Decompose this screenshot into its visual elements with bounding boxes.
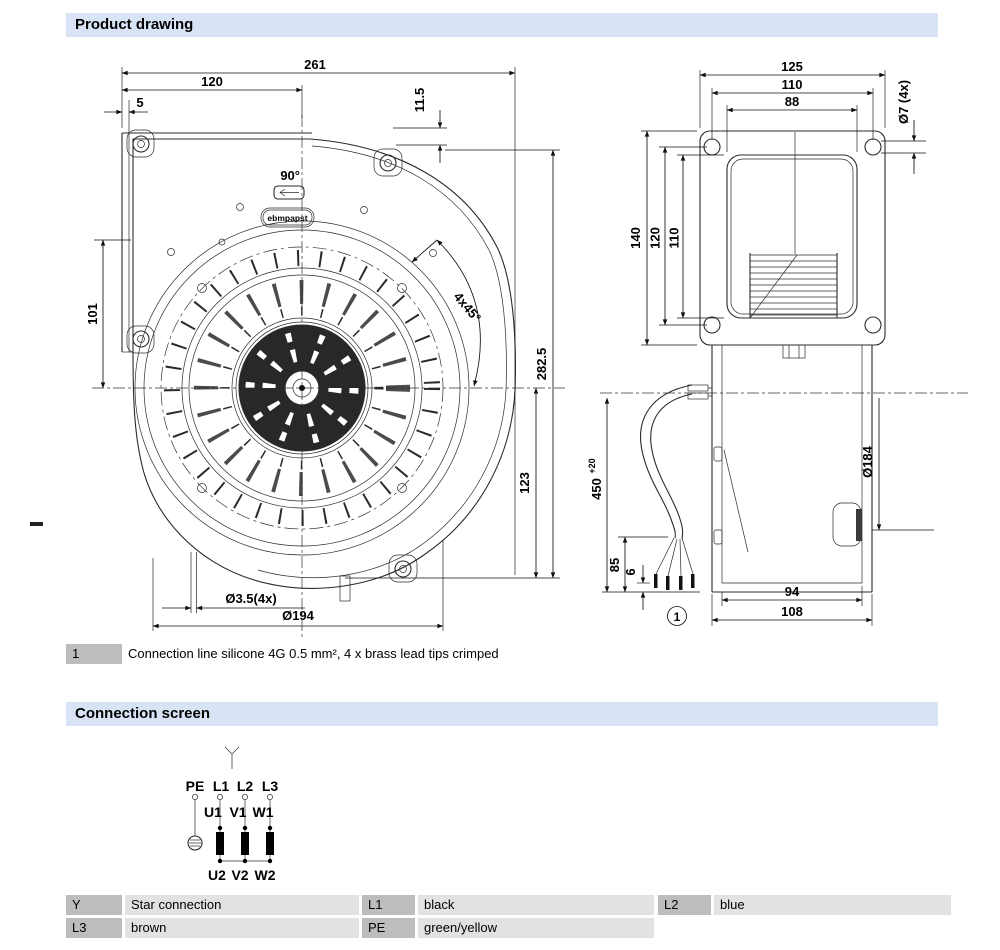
winding-label-u1: U1 bbox=[204, 804, 222, 820]
star-symbol bbox=[224, 746, 240, 769]
winding-w bbox=[266, 832, 274, 855]
section-header-product-drawing: Product drawing bbox=[66, 13, 938, 37]
section-header-connection-screen: Connection screen bbox=[66, 702, 938, 726]
note-text-cell: Connection line silicone 4G 0.5 mm², 4 x… bbox=[126, 644, 938, 664]
section-title: Product drawing bbox=[75, 16, 194, 33]
dim-hole-pitch-x: 110 bbox=[782, 77, 803, 92]
terminal-label-pe: PE bbox=[186, 778, 205, 794]
earth-symbol bbox=[187, 835, 203, 851]
lead-tip bbox=[691, 574, 695, 588]
winding-label-u2: U2 bbox=[208, 867, 226, 883]
dim-flange-lip: 5 bbox=[136, 95, 143, 110]
brand-logo: ebmpapst bbox=[260, 207, 315, 228]
winding-label-v1: V1 bbox=[229, 804, 246, 820]
dim-opening-height: 110 bbox=[667, 228, 682, 249]
dim-top-offset: 11.5 bbox=[412, 88, 427, 113]
lead-tip bbox=[679, 576, 683, 590]
face-holes bbox=[167, 203, 437, 493]
volute-outline bbox=[132, 138, 516, 589]
legend-value-pe: green/yellow bbox=[418, 918, 654, 938]
legend-value-y: Star connection bbox=[125, 895, 359, 915]
hub-disc bbox=[239, 325, 365, 451]
lead-tip bbox=[654, 574, 658, 588]
dim-left-height: 101 bbox=[85, 303, 100, 325]
callout-circle bbox=[667, 606, 687, 626]
dim-opening-width: 88 bbox=[785, 94, 799, 109]
margin-mark bbox=[30, 522, 43, 526]
winding-label-w1: W1 bbox=[253, 804, 274, 820]
terminal-label-l1: L1 bbox=[213, 778, 230, 794]
dim-flange-height: 140 bbox=[628, 227, 643, 249]
legend-value-l1: black bbox=[418, 895, 654, 915]
section-title: Connection screen bbox=[75, 705, 211, 722]
legend-key-y: Y bbox=[66, 895, 122, 915]
dim-depth-inner: 94 bbox=[785, 584, 800, 599]
dim-inlet-dia: Ø194 bbox=[282, 608, 315, 623]
dim-center-to-bottom: 123 bbox=[517, 472, 532, 494]
outlet-lip bbox=[856, 509, 862, 541]
outlet-tab bbox=[339, 575, 351, 602]
front-view: ebmpapst 261 120 5 11.5 bbox=[85, 57, 565, 638]
connection-diagram: PE L1 L2 L3 U1 V1 W1 U2 V2 W2 bbox=[186, 746, 279, 883]
winding-v bbox=[241, 832, 249, 855]
legend-key-l2: L2 bbox=[658, 895, 711, 915]
terminal-label-l3: L3 bbox=[262, 778, 279, 794]
dim-overall-height: 282.5 bbox=[534, 348, 549, 381]
dim-flange-width: 125 bbox=[781, 59, 803, 74]
front-view-dimensions: 261 120 5 11.5 90° 101 2 bbox=[85, 57, 560, 631]
dim-cable-length: 450 bbox=[589, 478, 604, 500]
dim-cable-length-tol: +20 bbox=[587, 458, 597, 473]
note-ref-cell: 1 bbox=[66, 644, 122, 664]
volute-inner-wall bbox=[257, 145, 507, 578]
dim-depth-outer: 108 bbox=[781, 604, 803, 619]
side-view-dimensions: 125 110 88 Ø7 (4x) 140 120 bbox=[587, 59, 934, 626]
dim-hole-pitch-y: 120 bbox=[648, 227, 663, 249]
winding-u bbox=[216, 832, 224, 855]
legend-key-l1: L1 bbox=[362, 895, 415, 915]
dim-strip-length: 85 bbox=[607, 558, 622, 572]
dim-tip-length: 6 bbox=[623, 568, 638, 575]
winding-label-w2: W2 bbox=[255, 867, 276, 883]
rotation-arrow-icon bbox=[273, 185, 305, 200]
impeller bbox=[134, 220, 470, 556]
legend-value-l3: brown bbox=[125, 918, 359, 938]
legend-key-l3: L3 bbox=[66, 918, 122, 938]
side-view: 125 110 88 Ø7 (4x) 140 120 bbox=[587, 59, 968, 626]
legend-value-l2: blue bbox=[714, 895, 951, 915]
winding-label-v2: V2 bbox=[231, 867, 248, 883]
dim-inlet-x: 120 bbox=[201, 74, 223, 89]
angle-rotation-label: 90° bbox=[280, 168, 300, 183]
cable bbox=[640, 384, 712, 590]
legend-key-pe: PE bbox=[362, 918, 415, 938]
dim-overall-width: 261 bbox=[304, 57, 326, 72]
callout-number: 1 bbox=[674, 610, 681, 624]
mounting-ears bbox=[126, 129, 418, 583]
motor-ribs bbox=[749, 253, 838, 319]
housing-body bbox=[711, 344, 873, 593]
terminal-label-l2: L2 bbox=[237, 778, 254, 794]
brand-logo-text: ebmpapst bbox=[267, 213, 307, 223]
dim-impeller-dia: Ø184 bbox=[860, 445, 875, 478]
lead-tip bbox=[666, 576, 670, 590]
dim-flange-holes: Ø7 (4x) bbox=[896, 80, 911, 124]
dim-mount-holes: Ø3.5(4x) bbox=[225, 591, 276, 606]
